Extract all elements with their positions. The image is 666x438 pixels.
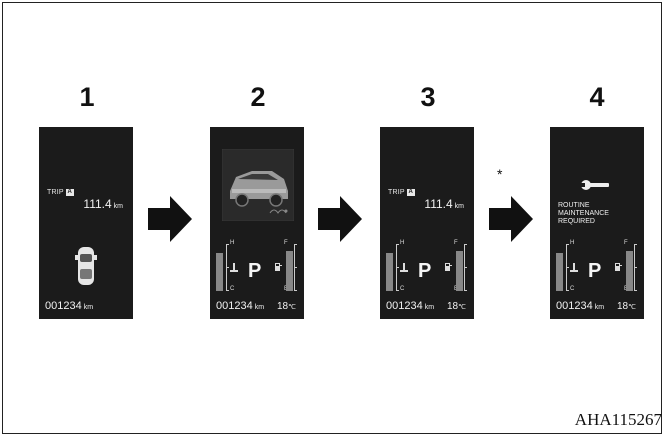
gauge-h-label: H bbox=[400, 240, 405, 246]
coolant-gauge bbox=[386, 241, 400, 291]
step-number-2: 2 bbox=[250, 82, 266, 112]
outside-temperature: 18℃ bbox=[447, 301, 466, 312]
coolant-temp-icon bbox=[400, 263, 408, 272]
gauge-h-label: H bbox=[230, 240, 235, 246]
gauge-f-label: F bbox=[284, 240, 288, 246]
outside-temperature: 18℃ bbox=[277, 301, 296, 312]
gauge-c-label: C bbox=[570, 286, 575, 292]
fuel-pump-icon bbox=[275, 263, 282, 271]
gauge-c-label: C bbox=[400, 286, 405, 292]
display-panel-4: ROUTINE MAINTENANCE REQUIRED H C P F E 0… bbox=[550, 127, 644, 319]
outside-temperature: 18℃ bbox=[617, 301, 636, 312]
maintenance-message-line-2: MAINTENANCE bbox=[558, 210, 609, 217]
gauge-c-label: C bbox=[230, 286, 235, 292]
trip-badge: A bbox=[65, 189, 74, 196]
coolant-gauge bbox=[216, 241, 230, 291]
coolant-temp-icon bbox=[570, 263, 578, 272]
step-number-4: 4 bbox=[589, 82, 605, 112]
figure-frame bbox=[2, 2, 662, 434]
maintenance-message-line-1: ROUTINE bbox=[558, 202, 590, 209]
fuel-gauge bbox=[454, 241, 468, 291]
wrench-icon bbox=[580, 180, 609, 190]
gear-indicator: P bbox=[588, 260, 602, 282]
step-number-1: 1 bbox=[79, 82, 95, 112]
maintenance-message-line-3: REQUIRED bbox=[558, 218, 595, 225]
gauge-h-label: H bbox=[570, 240, 575, 246]
figure-code: AHA115267 bbox=[574, 410, 662, 429]
fuel-gauge bbox=[284, 241, 298, 291]
gauge-f-label: F bbox=[624, 240, 628, 246]
gear-indicator: P bbox=[418, 260, 432, 282]
gear-indicator: P bbox=[248, 260, 262, 282]
arrow-right-icon bbox=[148, 196, 192, 242]
trip-badge: A bbox=[406, 189, 415, 196]
car-top-view-icon bbox=[75, 247, 97, 285]
arrow-right-icon bbox=[318, 196, 362, 242]
gauge-f-label: F bbox=[454, 240, 458, 246]
asterisk-note: * bbox=[497, 166, 503, 182]
coolant-temp-icon bbox=[230, 263, 238, 272]
arrow-right-icon bbox=[489, 196, 533, 242]
coolant-gauge bbox=[556, 241, 570, 291]
maintenance-message: ROUTINE MAINTENANCE REQUIRED bbox=[558, 202, 638, 226]
vehicle-image-icon bbox=[222, 149, 294, 221]
fuel-pump-icon bbox=[445, 263, 452, 271]
fuel-pump-icon bbox=[615, 263, 622, 271]
step-number-3: 3 bbox=[420, 82, 436, 112]
fuel-gauge bbox=[624, 241, 638, 291]
